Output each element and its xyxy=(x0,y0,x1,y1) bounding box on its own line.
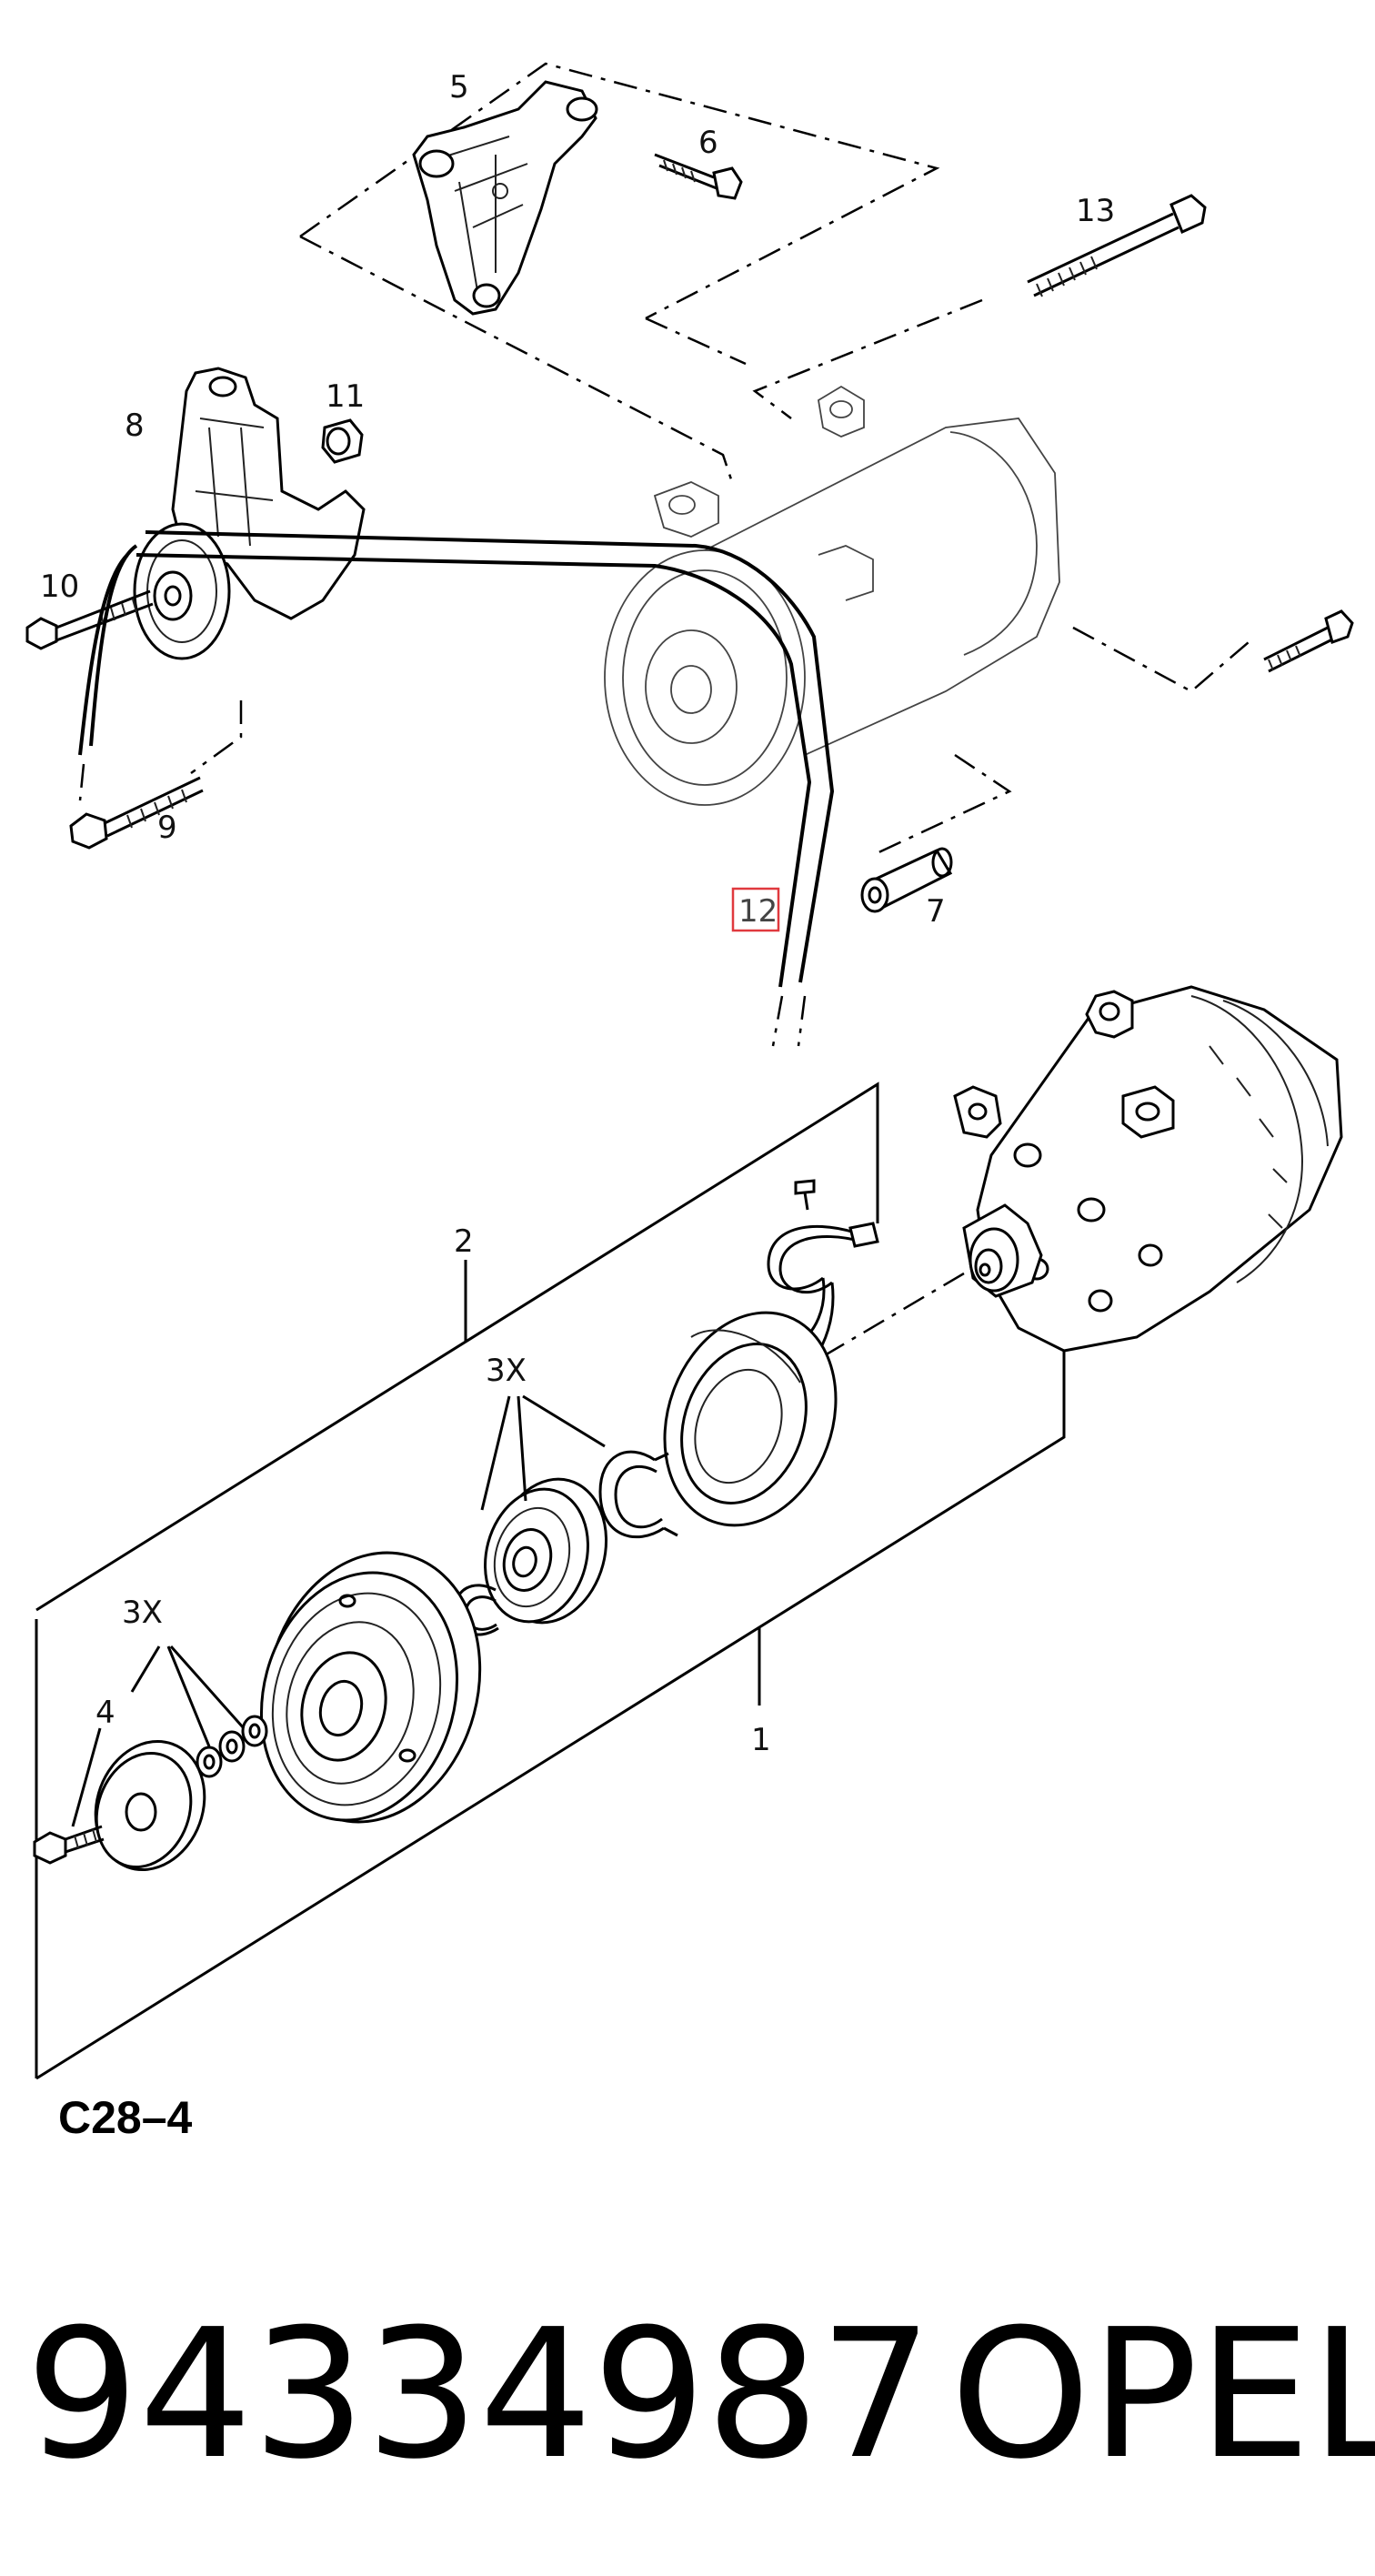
drive-belt-part-12 xyxy=(78,530,835,1047)
pulley-bearing xyxy=(484,1477,608,1625)
leader-lines xyxy=(71,1394,606,1827)
callout-13: 13 xyxy=(1076,193,1115,229)
field-coil xyxy=(663,1311,838,1527)
callout-2: 2 xyxy=(454,1223,474,1260)
short-bolt-right xyxy=(1263,609,1354,673)
callout-6: 6 xyxy=(698,125,718,161)
bolt-part-9 xyxy=(69,700,243,850)
armature-plate-part-4 xyxy=(33,1739,206,1872)
snap-ring-large xyxy=(598,1450,678,1539)
callout-7: 7 xyxy=(926,893,946,930)
shims-3x xyxy=(196,1715,268,1778)
compressor-body xyxy=(808,985,1343,1366)
sleeve-part-7 xyxy=(860,847,953,913)
part-number: 94334987 xyxy=(25,2291,933,2499)
callout-9: 9 xyxy=(157,810,177,846)
callout-12-highlight-box xyxy=(731,887,780,932)
brand-name: OPEL xyxy=(950,2291,1375,2499)
compressor-outline-upper xyxy=(604,385,1060,806)
callout-5: 5 xyxy=(449,69,469,106)
clutch-pulley xyxy=(259,1551,482,1824)
section-code-label: C28–4 xyxy=(58,2092,193,2143)
bushing-part-11 xyxy=(321,418,364,464)
callout-12: 12 xyxy=(738,893,778,930)
callout-10: 10 xyxy=(40,569,79,605)
callout-8: 8 xyxy=(125,408,145,444)
callouts-upper: 5 6 13 11 8 10 9 12 7 xyxy=(40,69,1115,932)
callout-1: 1 xyxy=(751,1722,771,1758)
bolt-part-6 xyxy=(654,153,743,200)
callout-3x-upper: 3X xyxy=(486,1353,527,1389)
callout-3x-lower: 3X xyxy=(122,1595,163,1631)
mounting-bracket-part-5 xyxy=(412,80,598,316)
callouts-lower: 2 3X 3X 4 1 xyxy=(95,1223,771,1758)
callout-4: 4 xyxy=(95,1695,115,1731)
long-bolt-part-13 xyxy=(1027,194,1207,297)
callout-11: 11 xyxy=(326,378,365,415)
